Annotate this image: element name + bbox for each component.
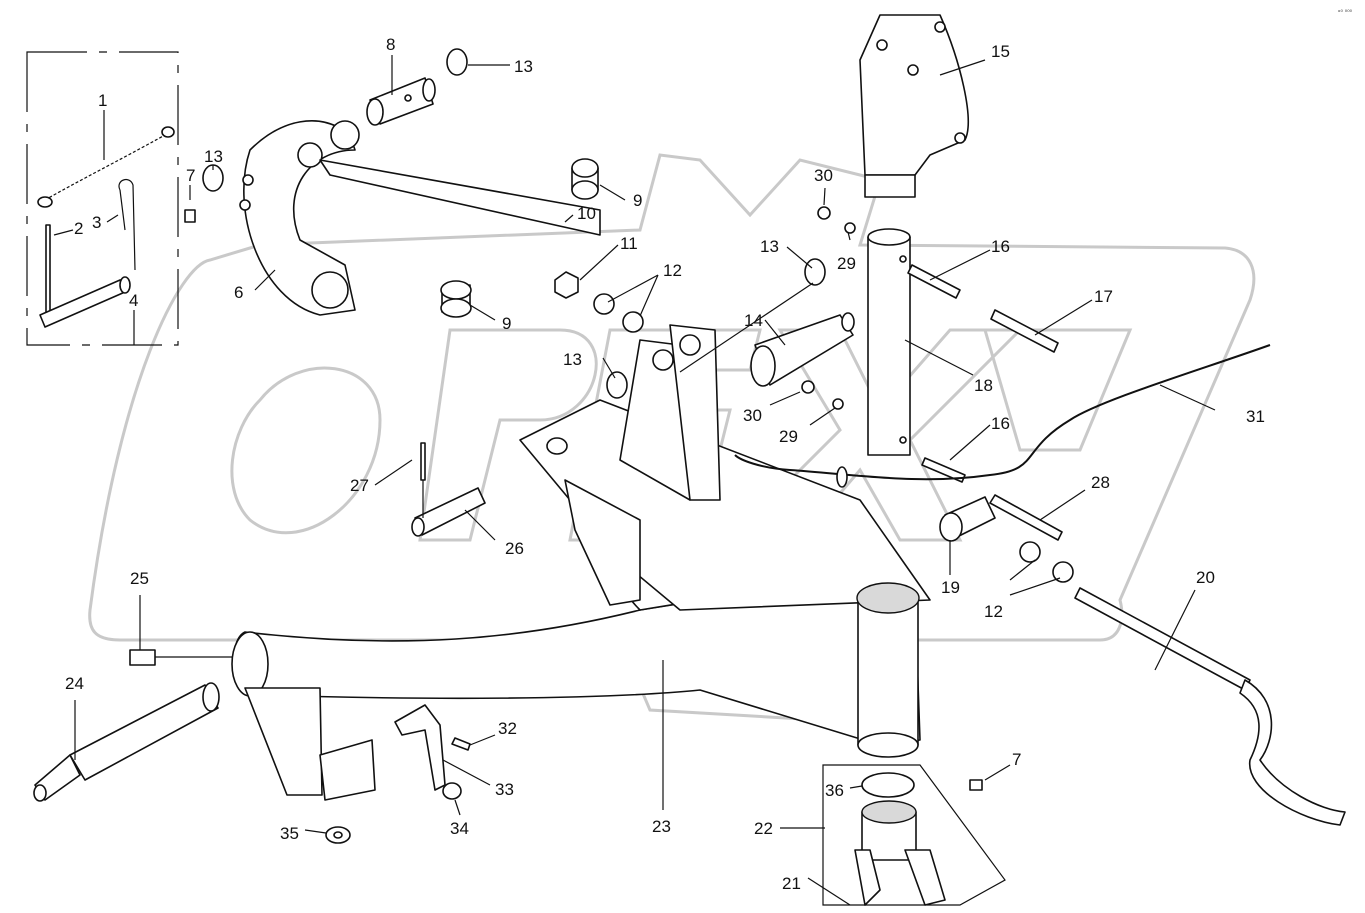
leader-lines	[53, 55, 1216, 906]
callout-8: 8	[386, 35, 395, 54]
bracket-15-part	[859, 14, 969, 198]
callout-13b: 13	[204, 147, 223, 166]
callout-17: 17	[1094, 287, 1113, 306]
washer-12c	[1019, 541, 1041, 563]
callout-7a: 7	[186, 166, 195, 185]
pin-8-part	[366, 77, 436, 126]
bush-19-part	[939, 496, 996, 542]
callout-25: 25	[130, 569, 149, 588]
callout-16b: 16	[991, 414, 1010, 433]
callout-32: 32	[498, 719, 517, 738]
washer-29a	[844, 222, 856, 234]
pin-14-part	[750, 312, 855, 387]
callout-13c: 13	[760, 237, 779, 256]
callout-30b: 30	[743, 406, 762, 425]
pin-24-part	[33, 682, 220, 802]
callout-36: 36	[825, 781, 844, 800]
bolt-16a	[907, 264, 961, 299]
callout-24: 24	[65, 674, 84, 693]
callout-35: 35	[280, 824, 299, 843]
callout-4: 4	[129, 291, 138, 310]
pin-4	[39, 279, 126, 328]
callout-14: 14	[744, 311, 763, 330]
pin-32	[451, 737, 471, 751]
callout-13d: 13	[563, 350, 582, 369]
inset-frame-22	[822, 764, 1006, 906]
callout-18: 18	[974, 376, 993, 395]
pin-27	[420, 442, 426, 481]
callout-7b: 7	[1012, 750, 1021, 769]
callout-29b: 29	[779, 427, 798, 446]
callout-labels: 1 2 3 4 6 7 7 8 9 9 10 11 12 12 13 13 13…	[65, 35, 1265, 893]
shaft-18-part	[867, 228, 911, 456]
arc-bracket-part	[239, 120, 601, 316]
nut-30a	[817, 206, 831, 220]
bush-9b	[440, 280, 472, 318]
corner-mark: ᵒ⁰ ⁰⁰⁰	[1338, 9, 1353, 16]
callout-13a: 13	[514, 57, 533, 76]
cable-31	[734, 344, 1271, 481]
callout-23: 23	[652, 817, 671, 836]
callout-28: 28	[1091, 473, 1110, 492]
washer-12b	[622, 311, 644, 333]
washer-12d	[1052, 561, 1074, 583]
callout-6: 6	[234, 283, 243, 302]
inset-frame-1-4	[26, 51, 179, 346]
ring-36	[861, 772, 915, 798]
callout-15: 15	[991, 42, 1010, 61]
callout-29a: 29	[837, 254, 856, 273]
callout-30a: 30	[814, 166, 833, 185]
callout-27: 27	[350, 476, 369, 495]
bolt-17	[990, 309, 1059, 353]
callout-20: 20	[1196, 568, 1215, 587]
callout-26: 26	[505, 539, 524, 558]
bush-9a	[571, 158, 599, 200]
callout-31: 31	[1246, 407, 1265, 426]
main-frame-part	[231, 399, 931, 746]
callout-1: 1	[98, 91, 107, 110]
nut-11	[554, 271, 579, 299]
nut-34	[442, 782, 462, 800]
bolt-28	[989, 494, 1063, 541]
callout-12b: 12	[984, 602, 1003, 621]
ring-13c	[804, 258, 826, 286]
ring-13a	[446, 48, 468, 76]
lower-plate-right	[319, 739, 376, 801]
callout-16a: 16	[991, 237, 1010, 256]
callout-9b: 9	[502, 314, 511, 333]
yoke-22-part	[854, 800, 946, 906]
plug-25	[129, 649, 156, 666]
callout-19: 19	[941, 578, 960, 597]
callout-12a: 12	[663, 261, 682, 280]
cable-loop	[836, 466, 848, 488]
nut-30b	[801, 380, 815, 394]
washer-29b	[832, 398, 844, 410]
pin-2	[45, 224, 51, 319]
right-lug-plate	[669, 324, 721, 501]
plug-7a	[184, 209, 196, 223]
callout-9a: 9	[633, 191, 642, 210]
handle-33	[394, 704, 446, 791]
ring-13d	[606, 371, 628, 399]
plug-7b	[969, 779, 983, 791]
lower-plate-left	[244, 687, 323, 796]
clip-3	[118, 178, 136, 271]
bolt-16b	[921, 457, 966, 483]
callout-10: 10	[577, 204, 596, 223]
callout-11: 11	[620, 234, 638, 253]
callout-33: 33	[495, 780, 514, 799]
pivot-housing	[856, 582, 920, 758]
callout-34: 34	[450, 819, 469, 838]
rod-20-part	[1074, 587, 1346, 826]
chain-1	[44, 134, 166, 201]
washer-12a	[593, 293, 615, 315]
callout-3: 3	[92, 213, 101, 232]
callout-22: 22	[754, 819, 773, 838]
callout-21: 21	[782, 874, 801, 893]
callout-2: 2	[74, 219, 83, 238]
